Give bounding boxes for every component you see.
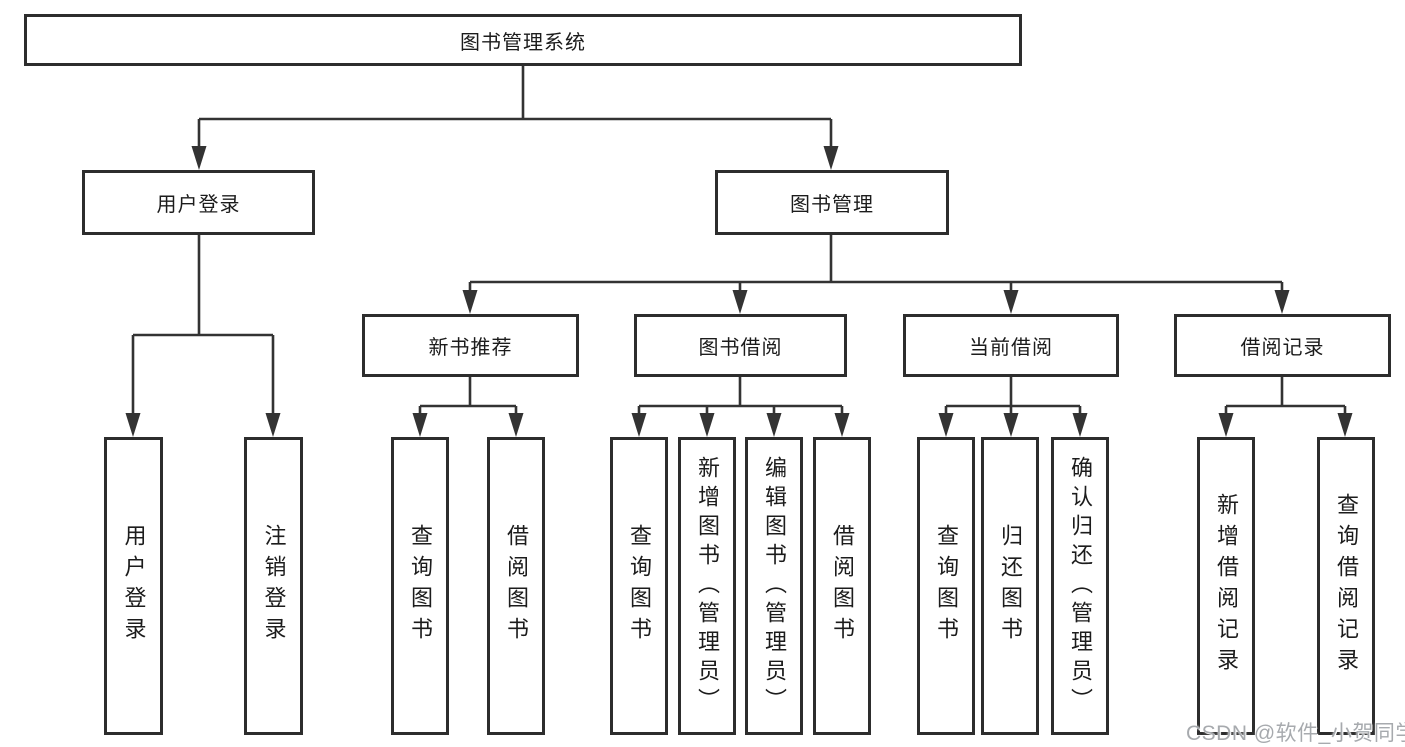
node-label: 新增图书（管理员） — [695, 455, 720, 717]
node-label: 新增借阅记录 — [1214, 493, 1239, 679]
node-label: 借阅记录 — [1240, 337, 1325, 359]
node-cur-return-books: 归还图书 — [981, 437, 1039, 735]
node-label: 当前借阅 — [969, 337, 1053, 359]
node-nb-query-books: 查询图书 — [391, 437, 449, 735]
node-cur-confirm-return-admin: 确认归还（管理员） — [1051, 437, 1109, 735]
node-user-login-branch: 用户登录 — [82, 170, 315, 235]
node-borrow-records: 借阅记录 — [1174, 314, 1391, 377]
node-label: 查询图书 — [408, 524, 433, 648]
node-label: 确认归还（管理员） — [1068, 455, 1093, 717]
node-book-management: 图书管理 — [715, 170, 949, 235]
node-bb-add-books-admin: 新增图书（管理员） — [678, 437, 736, 735]
node-label: 图书管理 — [790, 194, 874, 216]
node-label: 新书推荐 — [428, 337, 513, 359]
node-label: 查询图书 — [627, 524, 652, 648]
node-label: 查询图书 — [934, 524, 959, 648]
node-new-book-recommend: 新书推荐 — [362, 314, 579, 377]
node-label: 用户登录 — [156, 194, 241, 216]
node-label: 注销登录 — [261, 524, 287, 648]
node-query-borrow-record: 查询借阅记录 — [1317, 437, 1375, 735]
node-label: 借阅图书 — [830, 524, 855, 648]
node-label: 归还图书 — [998, 524, 1023, 648]
node-book-borrow: 图书借阅 — [634, 314, 847, 377]
node-add-borrow-record: 新增借阅记录 — [1197, 437, 1255, 735]
node-user-login: 用户登录 — [104, 437, 163, 735]
node-current-borrow: 当前借阅 — [903, 314, 1119, 377]
arrowheads — [125, 146, 1353, 437]
node-library-system: 图书管理系统 — [24, 14, 1022, 66]
node-label: 用户登录 — [121, 524, 147, 648]
node-label: 编辑图书（管理员） — [762, 455, 787, 717]
node-logout: 注销登录 — [244, 437, 303, 735]
node-nb-borrow-books: 借阅图书 — [487, 437, 545, 735]
node-label: 借阅图书 — [504, 524, 529, 648]
node-bb-query-books: 查询图书 — [610, 437, 668, 735]
node-bb-edit-books-admin: 编辑图书（管理员） — [745, 437, 803, 735]
node-label: 查询借阅记录 — [1334, 493, 1359, 679]
csdn-watermark: CSDN @软件_小贺同学 — [1186, 722, 1405, 745]
node-bb-borrow-books: 借阅图书 — [813, 437, 871, 735]
node-label: 图书借阅 — [698, 337, 783, 359]
node-label: 图书管理系统 — [460, 31, 586, 54]
node-cur-query-books: 查询图书 — [917, 437, 975, 735]
